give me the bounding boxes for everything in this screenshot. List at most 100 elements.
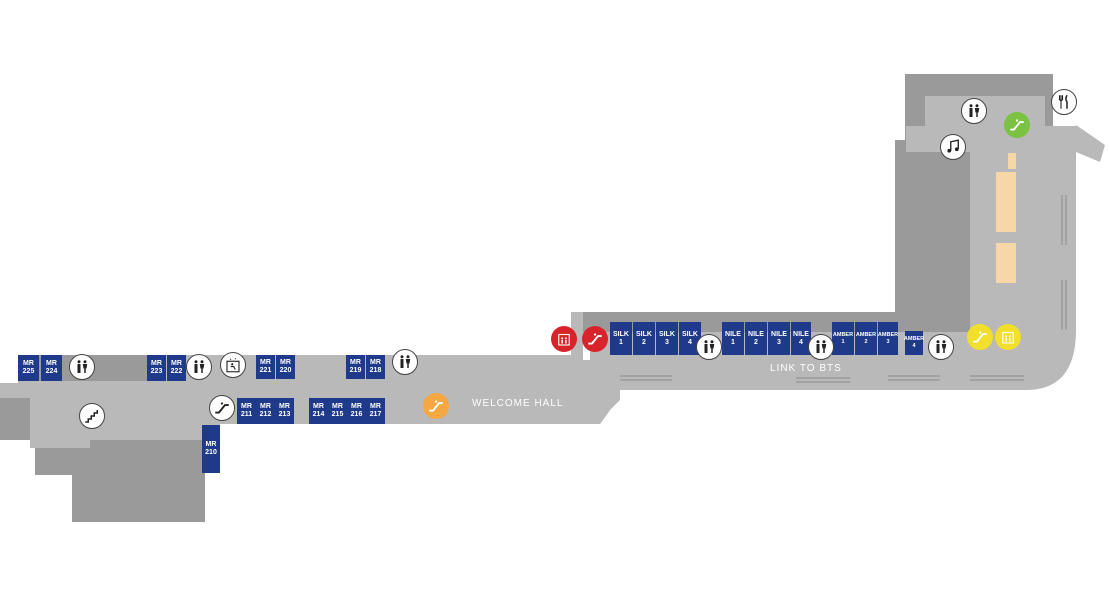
room-label-line1: SILK [636,330,652,338]
room-label-line2: 2 [864,338,868,345]
building-structure-north-west [895,140,975,340]
room-label-line2: 220 [279,367,292,374]
restroom-icon[interactable] [808,334,834,360]
room-label-line1: SILK [682,330,698,338]
room-label-line2: 2 [754,338,758,346]
room-label-line1: MR [151,360,162,367]
room-label-line1: MR [23,360,34,367]
escalator-icon[interactable] [582,326,608,352]
room-label-line1: MR [370,403,381,410]
room-label-line1: MR [260,359,271,366]
service-area-1 [996,172,1016,232]
room-label-line1: MR [350,359,361,366]
restroom-icon[interactable] [696,334,722,360]
room-label-line1: NILE [793,330,809,338]
room-label-line2: 219 [349,367,362,374]
room-label-line1: MR [171,360,182,367]
north-landing [906,126,1076,152]
room-label-line2: 3 [665,338,669,346]
room-label-line1: SILK [613,330,629,338]
room-label-line2: 218 [369,367,382,374]
room-label-line1: AMBER [903,336,925,342]
floor-gratings [620,195,1067,383]
restroom-icon[interactable] [961,98,987,124]
room-label-line2: 4 [688,338,692,346]
escalator-icon[interactable] [1004,112,1030,138]
restroom-icon[interactable] [392,349,418,375]
link-to-bts-label: LINK TO BTS [770,363,842,374]
room-label-line2: 214 [312,411,325,418]
room-label-line1: AMBER [877,331,899,338]
room-label-line2: 212 [259,411,272,418]
room-label-line2: 211 [240,411,253,418]
building-structure-west [0,398,205,522]
room-label-line1: MR [205,441,217,448]
lift-icon[interactable] [995,324,1021,350]
stairs-icon[interactable] [79,403,105,429]
dining-icon[interactable] [1051,89,1077,115]
west-entrance-block [0,398,30,408]
room-label-line2: 1 [731,338,735,346]
music-icon[interactable] [940,134,966,160]
room-label-line1: MR [332,403,343,410]
service-area-3 [1008,153,1016,169]
room-label-line2: 3 [886,338,890,345]
room-label-line1: MR [313,403,324,410]
restroom-icon[interactable] [69,354,95,380]
room-label-line2: 1 [841,338,845,345]
lift-icon[interactable] [551,326,577,352]
room-label-line1: MR [279,403,290,410]
room-label-line2: 222 [170,368,183,375]
room-label-line1: NILE [725,330,741,338]
room-label-line1: NILE [771,330,787,338]
room-label-line2: 3 [777,338,781,346]
service-area-2 [996,243,1016,283]
room-label-line2: 215 [331,411,344,418]
room-label-line1: SILK [659,330,675,338]
room-label-line1: MR [241,403,252,410]
room-label-line2: 216 [350,411,363,418]
room-label-line2: 213 [278,411,291,418]
welcome-hall-label: WELCOME HALL [472,398,564,409]
room-label-line2: 2 [642,338,646,346]
restroom-icon[interactable] [928,334,954,360]
room-label-line1: MR [46,360,57,367]
escalator-icon[interactable] [209,395,235,421]
escalator-icon[interactable] [423,393,449,419]
restroom-icon[interactable] [186,354,212,380]
accessible-elevator-icon[interactable] [220,352,246,378]
escalator-icon[interactable] [967,324,993,350]
room-label-line1: MR [260,403,271,410]
room-label-line2: 221 [259,367,272,374]
